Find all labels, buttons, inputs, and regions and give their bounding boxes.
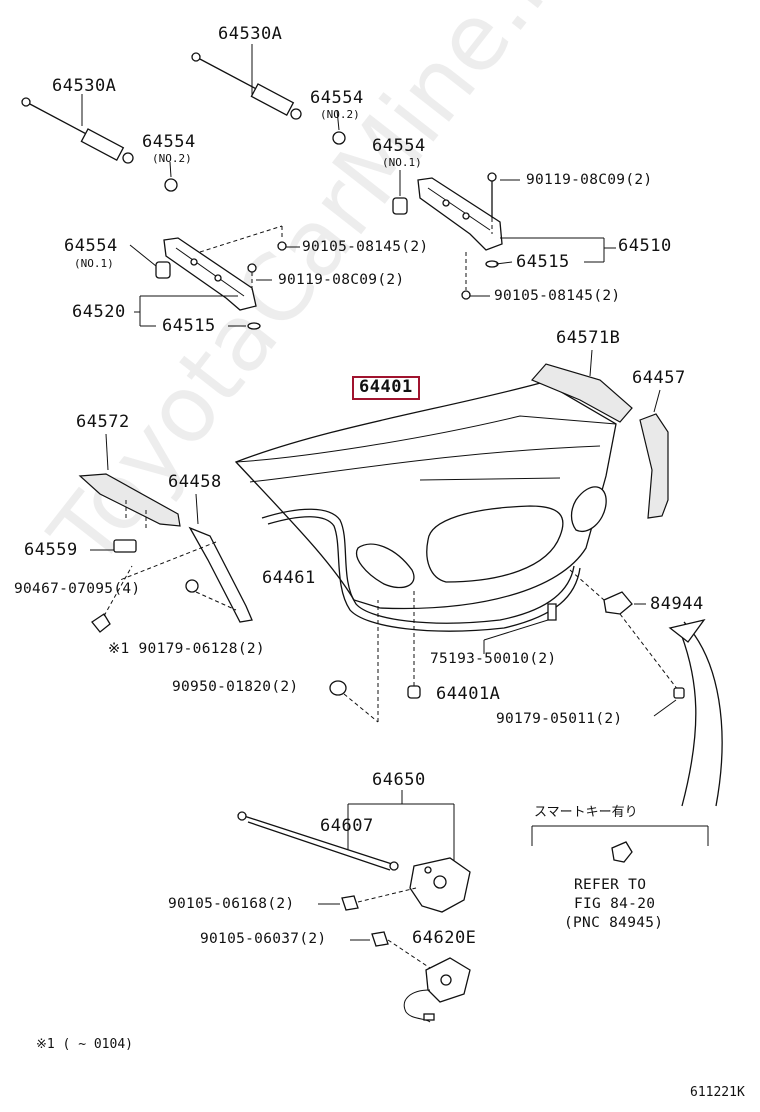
- bushing-mid: [332, 131, 346, 145]
- hinge-right: [417, 172, 503, 300]
- label-64620E: 64620E: [412, 928, 477, 948]
- label-90105-06037: 90105-06037(2): [200, 931, 327, 947]
- trunk-lid: [234, 381, 617, 632]
- clip-75193: [483, 603, 557, 654]
- label-90467: 90467-07095(4): [14, 581, 141, 597]
- label-90105-08145-a: 90105-08145(2): [302, 239, 429, 255]
- label-64530A-top: 64530A: [218, 24, 283, 44]
- cable-64607: [237, 811, 399, 871]
- label-90119-mid: 90119-08C09(2): [278, 272, 405, 288]
- label-64510: 64510: [618, 236, 672, 256]
- label-90179-06128: ※1 90179-06128(2): [108, 641, 265, 657]
- gas-strut-upper: [191, 52, 302, 120]
- label-90179-05011: 90179-05011(2): [496, 711, 623, 727]
- garnish-64457: [639, 389, 669, 519]
- label-64530A-left: 64530A: [52, 76, 117, 96]
- lock-64650: [318, 790, 471, 913]
- label-64458: 64458: [168, 472, 222, 492]
- sensor-84944: [569, 569, 685, 717]
- bushing-left: [164, 178, 178, 192]
- label-90105-08145-b: 90105-08145(2): [494, 288, 621, 304]
- gas-strut-lower: [21, 97, 134, 164]
- label-refer-line3: (PNC 84945): [564, 915, 664, 931]
- cushion-64401A: [407, 590, 421, 699]
- clip-64559: [90, 539, 137, 553]
- bushing-right: [392, 197, 408, 215]
- label-90105-06168: 90105-06168(2): [168, 896, 295, 912]
- label-refer-line2: FIG 84-20: [574, 896, 656, 912]
- label-64554-far-sub: (NO.1): [74, 257, 114, 270]
- clip-90467: [91, 565, 133, 633]
- label-64607: 64607: [320, 816, 374, 836]
- footer-note: ※1 ( ~ 0104): [36, 1037, 133, 1052]
- bracket-64458: [119, 493, 253, 623]
- smart-key-group: [531, 825, 709, 863]
- leader-lines-top: [81, 44, 616, 327]
- label-64401-highlighted: 64401: [352, 376, 420, 400]
- label-64515-right: 64515: [516, 252, 570, 272]
- label-refer-line1: REFER TO: [574, 877, 647, 893]
- label-64554-far: 64554: [64, 236, 118, 256]
- arrow-to-fig: [668, 618, 723, 807]
- bracket-64572: [78, 433, 181, 530]
- label-64554-left-sub: (NO.2): [152, 152, 192, 165]
- label-64554-mid-sub: (NO.2): [320, 108, 360, 121]
- label-64401A: 64401A: [436, 684, 501, 704]
- label-64650: 64650: [372, 770, 426, 790]
- label-75193: 75193-50010(2): [430, 651, 557, 667]
- figure-id: 611221K: [690, 1085, 745, 1100]
- label-smart-key: スマートキー有り: [534, 805, 638, 820]
- label-64554-right: 64554: [372, 136, 426, 156]
- label-64559: 64559: [24, 540, 78, 560]
- label-64554-right-sub: (NO.1): [382, 156, 422, 169]
- label-64457: 64457: [632, 368, 686, 388]
- stopper-90179-06128: [185, 579, 237, 611]
- label-64572: 64572: [76, 412, 130, 432]
- label-64554-mid: 64554: [310, 88, 364, 108]
- cushion-90950: [329, 600, 379, 723]
- bushing-far: [155, 261, 171, 279]
- label-84944: 84944: [650, 594, 704, 614]
- actuator-64620E: [350, 931, 471, 1023]
- garnish-64571B: [530, 349, 633, 423]
- label-64571B: 64571B: [556, 328, 621, 348]
- hinge-left: [163, 225, 287, 330]
- label-64554-left: 64554: [142, 132, 196, 152]
- label-90119-top: 90119-08C09(2): [526, 172, 653, 188]
- label-64515-left: 64515: [162, 316, 216, 336]
- label-64520: 64520: [72, 302, 126, 322]
- label-90950: 90950-01820(2): [172, 679, 299, 695]
- label-64461: 64461: [262, 568, 316, 588]
